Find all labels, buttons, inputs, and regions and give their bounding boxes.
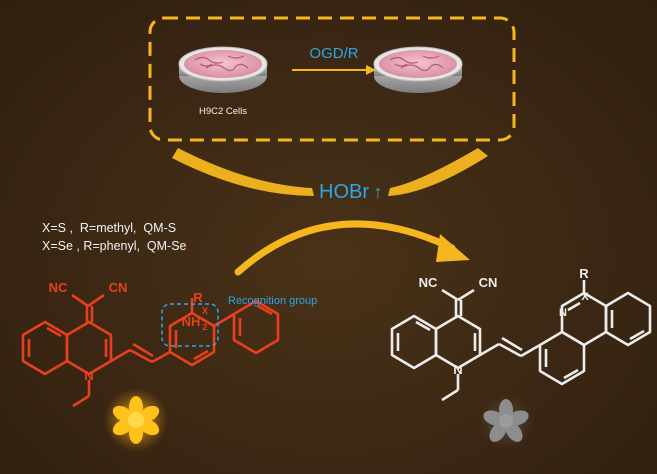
probe-cn-label: CN [109, 280, 128, 295]
product-x-label: X [581, 291, 589, 303]
product-nc-label: NC [419, 275, 438, 290]
product-r-label: R [579, 266, 589, 281]
product-ring-n-label: N [559, 307, 567, 319]
definition-qm-s: X=S , R=methyl, QM-S [42, 221, 176, 235]
petri-dish-after [373, 46, 463, 93]
reaction-arrow [234, 220, 456, 276]
left-converge-arrow [172, 148, 314, 196]
probe-subscript-label: 2 [202, 322, 207, 332]
probe-n-label: N [84, 368, 93, 383]
petri-dish-before [178, 46, 268, 93]
right-converge-arrow [388, 148, 488, 196]
probe-nh2-label: NH [182, 314, 201, 329]
probe-structure [21, 293, 280, 408]
dashed-frame [148, 16, 516, 142]
reaction-arrow-head [436, 234, 470, 262]
recognition-label: Recognition group [228, 295, 317, 307]
quenched-flower-icon [478, 394, 534, 450]
definition-qm-se: X=Se , R=phenyl, QM-Se [42, 239, 187, 253]
recognition-box [161, 303, 219, 347]
probe-r-label: R [193, 290, 203, 305]
probe-x-label: X [202, 306, 208, 316]
up-arrow-icon: ↑ [374, 182, 383, 202]
ogdr-label: OGD/R [309, 45, 358, 62]
product-n-label: N [453, 362, 462, 377]
fluorescent-flower-icon [104, 388, 168, 452]
product-structure [390, 280, 652, 402]
cells-label: H9C2 Cells [199, 106, 247, 117]
ogdr-arrow-head [366, 65, 376, 75]
probe-nc-label: NC [49, 280, 68, 295]
product-cn-label: CN [479, 275, 498, 290]
hobr-label: HOBr [319, 181, 369, 203]
